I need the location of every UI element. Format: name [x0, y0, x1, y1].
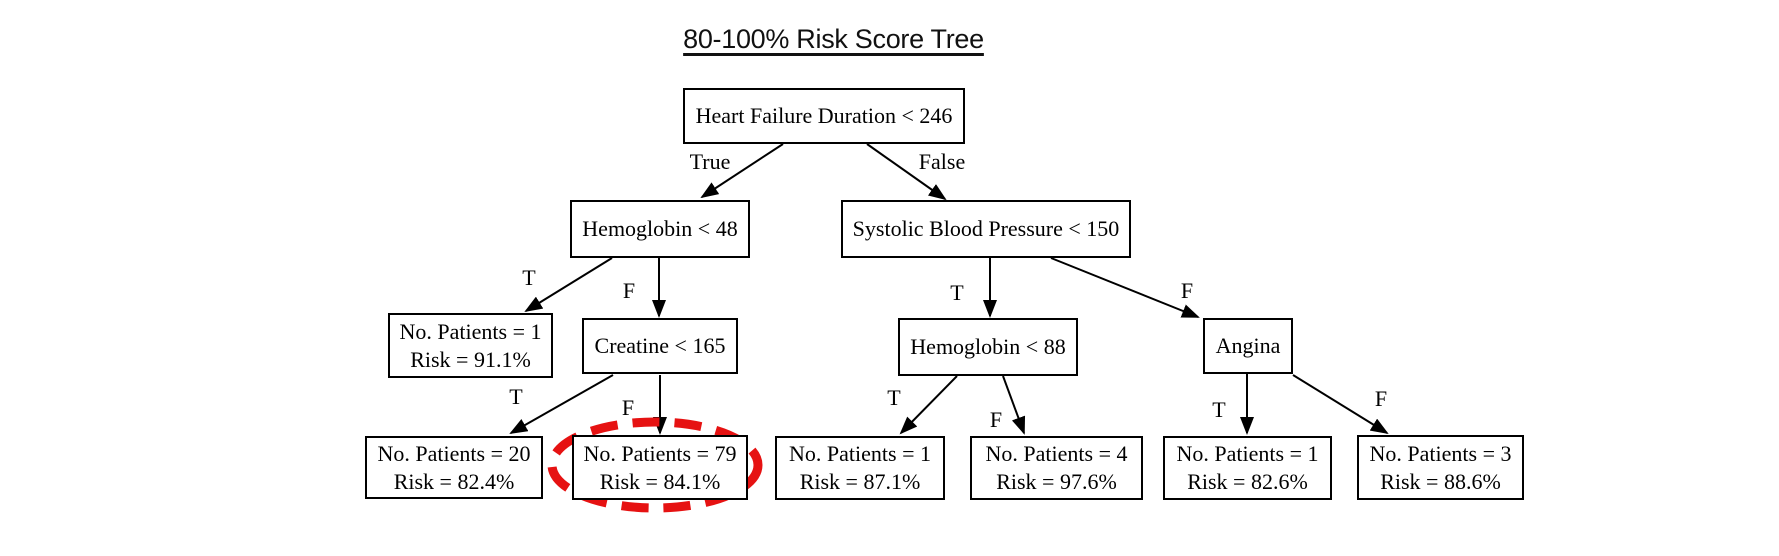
leaf-node-creatine-false-highlighted: No. Patients = 79 Risk = 84.1%	[572, 435, 748, 500]
decision-node-creatine-165: Creatine < 165	[582, 318, 738, 374]
decision-node-hemoglobin-88: Hemoglobin < 88	[898, 318, 1078, 376]
edge-root-false	[866, 143, 947, 201]
leaf-risk: Risk = 88.6%	[1380, 468, 1501, 494]
leaf-risk: Risk = 82.6%	[1187, 469, 1308, 494]
node-label: Hemoglobin < 88	[910, 334, 1066, 359]
node-label: Creatine < 165	[594, 333, 726, 358]
edge-systolic-false	[1050, 257, 1200, 318]
edge-label-angina-true: T	[1212, 397, 1226, 422]
edge-label-hb48-true: T	[522, 265, 536, 290]
edge-label-creatine-false: F	[621, 395, 635, 420]
leaf-node-creatine-true: No. Patients = 20 Risk = 82.4%	[365, 436, 543, 499]
leaf-risk: Risk = 87.1%	[799, 469, 921, 494]
leaf-node-angina-true: No. Patients = 1 Risk = 82.6%	[1163, 436, 1332, 500]
page-title: 80-100% Risk Score Tree	[683, 24, 984, 54]
decision-node-systolic-bp-150: Systolic Blood Pressure < 150	[841, 200, 1131, 258]
edge-angina-false	[1292, 374, 1389, 435]
edge-label-systolic-true: T	[950, 280, 964, 305]
edge-hemoglobin48-true	[524, 257, 613, 313]
decision-node-hemoglobin-48: Hemoglobin < 48	[570, 200, 750, 258]
leaf-node-hb88-true: No. Patients = 1 Risk = 87.1%	[775, 436, 945, 500]
edge-label-creatine-true: T	[509, 384, 523, 409]
edge-hemoglobin88-false	[1002, 375, 1026, 435]
leaf-node-angina-false: No. Patients = 3 Risk = 88.6%	[1357, 435, 1524, 500]
leaf-patients: No. Patients = 20	[377, 440, 531, 466]
edge-label-systolic-false: F	[1180, 278, 1194, 303]
node-label: Systolic Blood Pressure < 150	[852, 216, 1120, 241]
leaf-patients: No. Patients = 3	[1369, 440, 1512, 466]
decision-node-angina: Angina	[1203, 318, 1293, 374]
edge-label-hb88-false: F	[989, 407, 1003, 432]
leaf-patients: No. Patients = 1	[399, 318, 542, 344]
leaf-patients: No. Patients = 79	[583, 440, 737, 466]
edge-root-true	[700, 143, 784, 199]
leaf-risk: Risk = 91.1%	[410, 346, 531, 372]
highlight-ellipse	[547, 417, 763, 513]
leaf-node-hb88-false: No. Patients = 4 Risk = 97.6%	[970, 436, 1143, 500]
decision-node-heart-failure-duration: Heart Failure Duration < 246	[683, 88, 965, 144]
node-label: Hemoglobin < 48	[582, 216, 738, 241]
edge-label-hb48-false: F	[622, 278, 636, 303]
node-label: Heart Failure Duration < 246	[695, 103, 953, 128]
leaf-node-hb48-true: No. Patients = 1 Risk = 91.1%	[388, 313, 553, 378]
edge-label-angina-false: F	[1374, 386, 1388, 411]
edge-label-root-false: False	[918, 149, 966, 174]
leaf-risk: Risk = 97.6%	[996, 469, 1117, 494]
node-label: Angina	[1215, 333, 1281, 358]
leaf-patients: No. Patients = 1	[789, 441, 931, 466]
leaf-risk: Risk = 82.4%	[393, 468, 515, 494]
leaf-patients: No. Patients = 1	[1176, 441, 1319, 466]
leaf-patients: No. Patients = 4	[985, 441, 1128, 466]
edge-hemoglobin88-true	[899, 375, 958, 435]
edge-creatine-true	[509, 374, 614, 434]
edge-label-root-true: True	[689, 149, 731, 174]
leaf-risk: Risk = 84.1%	[599, 468, 721, 494]
edge-label-hb88-true: T	[887, 385, 901, 410]
